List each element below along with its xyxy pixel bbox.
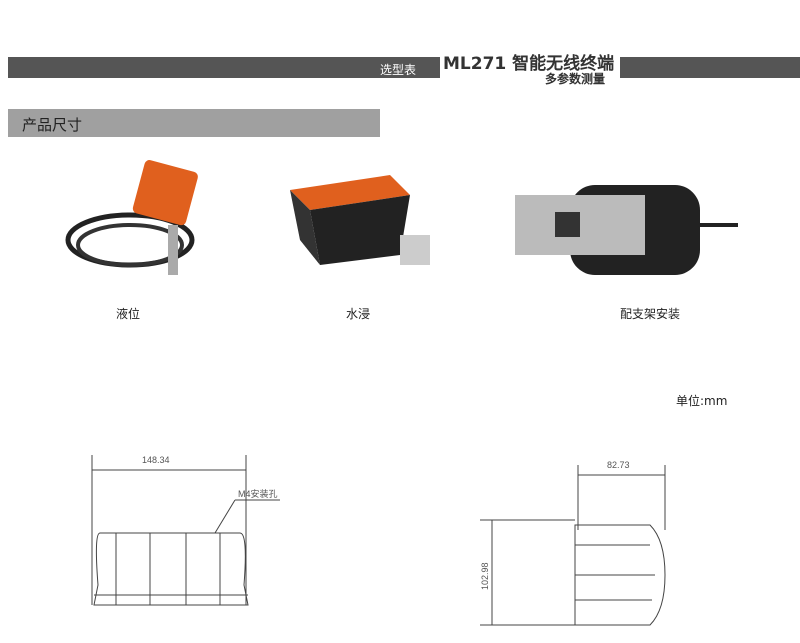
caption-level: 液位 [115, 307, 140, 321]
header-title: ML271 智能无线终端 [443, 54, 615, 74]
product-image-level [65, 160, 198, 275]
side-width-dim: 82.73 [607, 460, 630, 470]
product-image-flood [290, 175, 430, 265]
header-bar-right [620, 57, 800, 78]
hole-label: M4安装孔 [238, 488, 278, 499]
product-image-bracket [515, 185, 738, 275]
section-bar [8, 109, 380, 137]
header-bar-left [8, 57, 440, 78]
front-view-drawing: 148.34 M4安装孔 [91, 455, 280, 606]
side-view-drawing: 82.73 102.98 [480, 460, 666, 626]
side-height-dim: 102.98 [480, 562, 490, 590]
caption-flood: 水浸 [345, 307, 370, 321]
section-title: 产品尺寸 [22, 116, 83, 134]
caption-bracket: 配支架安装 [619, 307, 680, 321]
front-width-dim: 148.34 [142, 455, 170, 465]
header-subtitle: 多参数测量 [545, 72, 606, 86]
unit-label: 单位:mm [676, 394, 728, 408]
header-left-label: 选型表 [380, 63, 417, 77]
